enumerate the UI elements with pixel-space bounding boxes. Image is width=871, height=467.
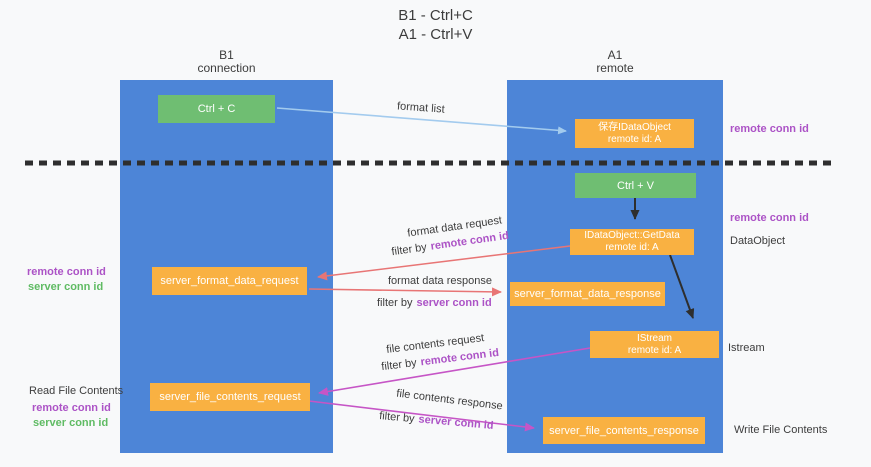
title-line-1: B1 - Ctrl+C [398, 7, 473, 24]
node-ctrl-v: Ctrl + V [575, 173, 696, 198]
filter-by-text: filter by [377, 297, 413, 309]
a1-subtitle: remote [596, 61, 634, 75]
a1-name: A1 [607, 48, 623, 62]
arrow-getdata-istream [669, 254, 695, 319]
server-format-data-response-label: server_format_data_response [514, 288, 661, 300]
column-header-a1: A1 remote [507, 49, 723, 75]
label-remote-conn-id-left-2: remote conn id [32, 402, 111, 414]
node-server-format-data-request: server_format_data_request [152, 267, 307, 295]
node-save-idataobject: 保存IDataObject remote id: A [575, 119, 694, 148]
arrow-format-list [276, 107, 567, 135]
label-remote-conn-id-top-right: remote conn id [730, 123, 809, 135]
ctrl-c-label: Ctrl + C [197, 103, 236, 115]
save-idataobject-line2: remote id: A [607, 133, 662, 145]
label-remote-conn-id-mid-right: remote conn id [730, 212, 809, 224]
label-istream: Istream [728, 342, 765, 354]
server-conn-id-text: server conn id [416, 297, 492, 309]
node-idataobject-getdata: IDataObject::GetData remote id: A [570, 229, 694, 255]
arrow-format-data-response [308, 287, 502, 297]
arrow-format-data-request [317, 245, 571, 281]
istream-line2: remote id: A [627, 344, 682, 356]
ctrl-v-label: Ctrl + V [617, 179, 654, 192]
server-file-contents-response-label: server_file_contents_response [549, 424, 699, 437]
getdata-line1: IDataObject::GetData [584, 230, 680, 241]
arrow-file-contents-response [308, 400, 535, 432]
server-file-contents-request-label: server_file_contents_request [159, 391, 301, 403]
istream-line1: IStream [636, 332, 672, 344]
node-istream: IStream remote id: A [590, 331, 719, 358]
arrow-file-contents-request [318, 347, 591, 396]
save-idataobject-line1: 保存IDataObject [598, 121, 671, 133]
b1-subtitle: connection [197, 61, 256, 75]
edge-label-format-data-response: format data response [388, 275, 492, 287]
label-read-file-contents: Read File Contents [29, 385, 124, 397]
getdata-line2: remote id: A [605, 242, 659, 253]
diagram-title: B1 - Ctrl+C A1 - Ctrl+V [0, 6, 871, 44]
label-server-conn-id-left-2: server conn id [33, 417, 109, 429]
title-line-2: A1 - Ctrl+V [398, 26, 473, 43]
b1-name: B1 [219, 48, 234, 62]
label-dataobject: DataObject [730, 235, 786, 247]
column-header-b1: B1 connection [120, 49, 333, 75]
server-format-data-request-label: server_format_data_request [160, 275, 299, 287]
node-server-format-data-response: server_format_data_response [510, 282, 665, 306]
node-server-file-contents-request: server_file_contents_request [150, 383, 310, 411]
node-server-file-contents-response: server_file_contents_response [543, 417, 705, 444]
node-ctrl-c: Ctrl + C [158, 95, 275, 123]
label-server-conn-id-left-1: server conn id [28, 281, 104, 293]
label-write-file-contents: Write File Contents [734, 424, 828, 436]
label-remote-conn-id-left-1: remote conn id [27, 266, 106, 278]
